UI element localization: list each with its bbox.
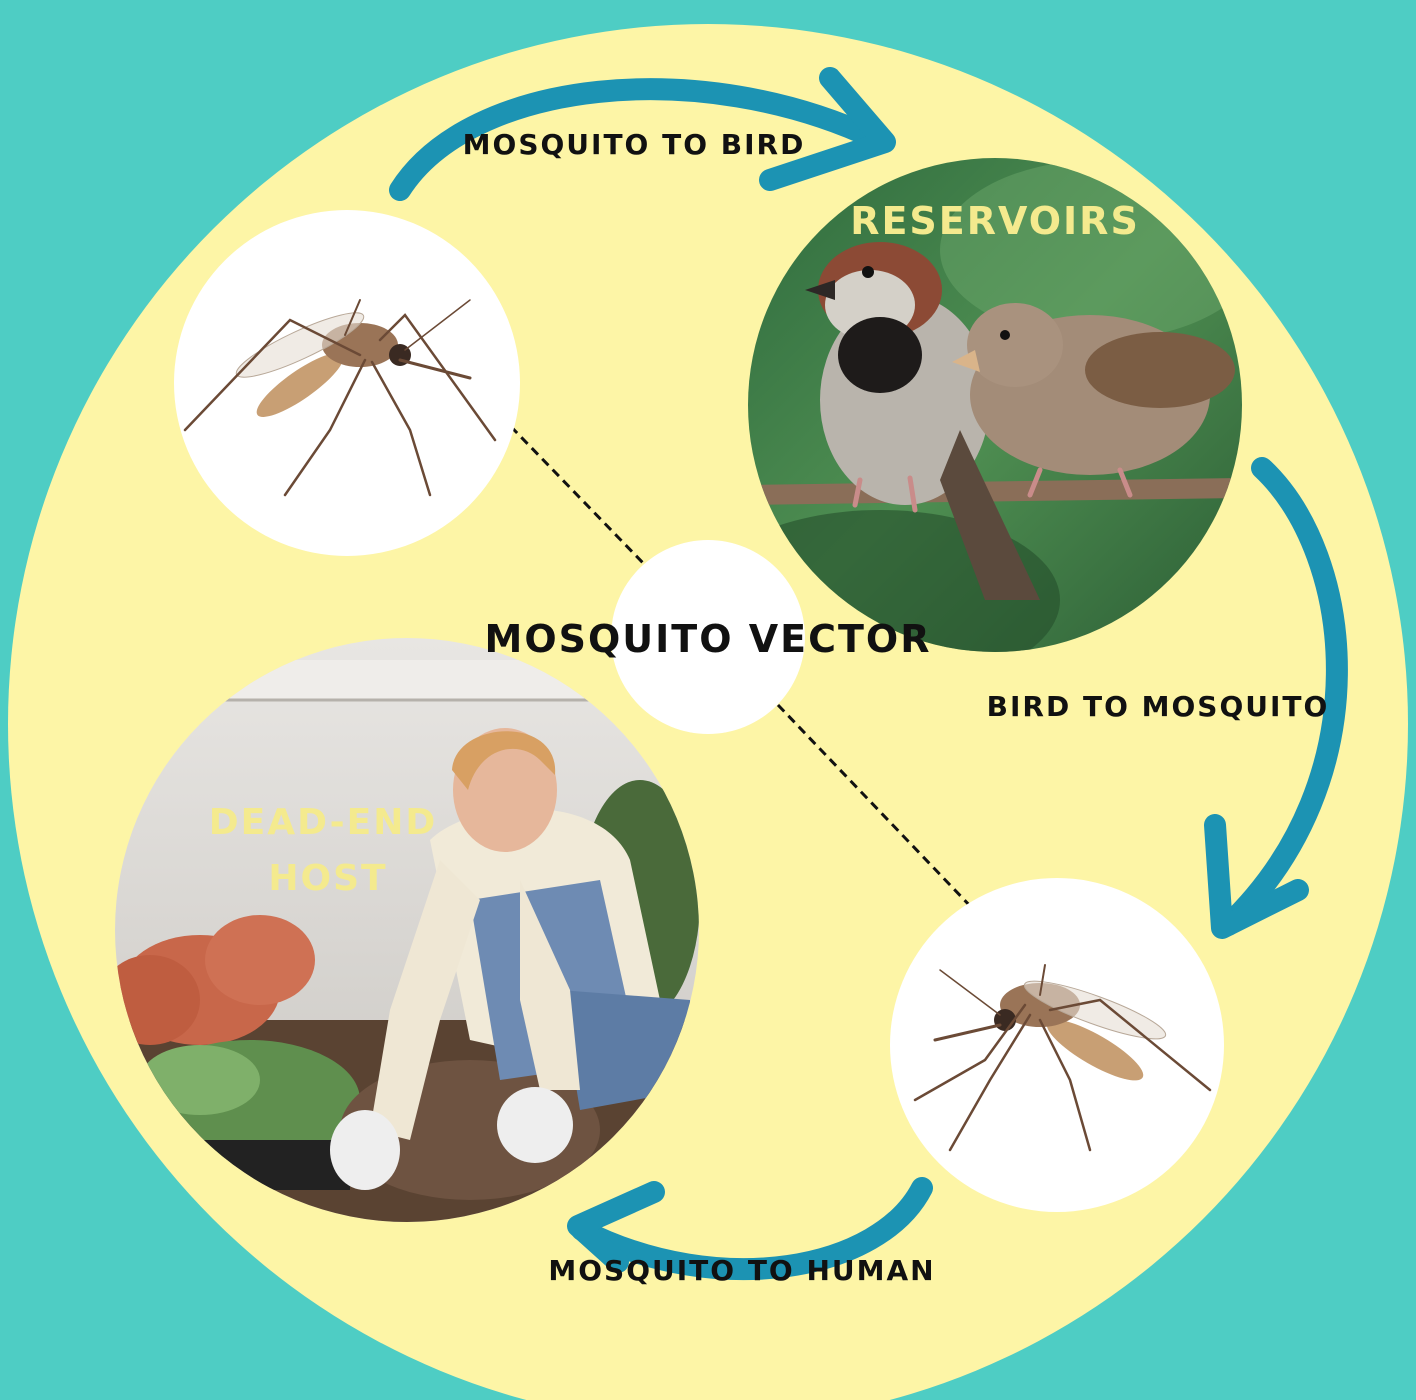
label-dead-end-line1: DEAD-END: [209, 802, 437, 843]
label-reservoirs: RESERVOIRS: [850, 199, 1140, 243]
center-label: MOSQUITO VECTOR: [485, 617, 932, 661]
label-bird-to-mosquito: BIRD TO MOSQUITO: [987, 690, 1330, 723]
mosquito-top-image: [174, 210, 520, 556]
label-dead-end-line2: HOST: [268, 858, 387, 899]
mosquito-bottom-image: [890, 878, 1224, 1212]
label-mosquito-to-bird: MOSQUITO TO BIRD: [463, 128, 806, 161]
label-mosquito-to-human: MOSQUITO TO HUMAN: [548, 1254, 935, 1287]
